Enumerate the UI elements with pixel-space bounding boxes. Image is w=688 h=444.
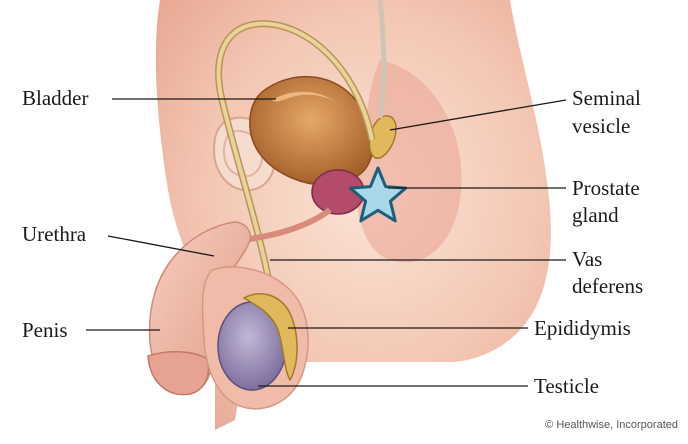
label-vas-deferens-line2: deferens [572,274,643,298]
label-seminal-vesicle-line2: vesicle [572,114,630,138]
label-vas-deferens-line1: Vas [572,247,602,271]
label-epididymis: Epididymis [534,316,631,340]
glans-shape [148,352,208,395]
label-testicle: Testicle [534,374,599,398]
copyright-credit: © Healthwise, Incorporated [545,419,678,431]
label-prostate-line1: Prostate [572,176,640,200]
label-bladder: Bladder [22,86,88,110]
label-penis: Penis [22,318,68,342]
label-urethra: Urethra [22,222,86,246]
label-prostate-line2: gland [572,203,619,227]
label-seminal-vesicle-line1: Seminal [572,86,641,110]
